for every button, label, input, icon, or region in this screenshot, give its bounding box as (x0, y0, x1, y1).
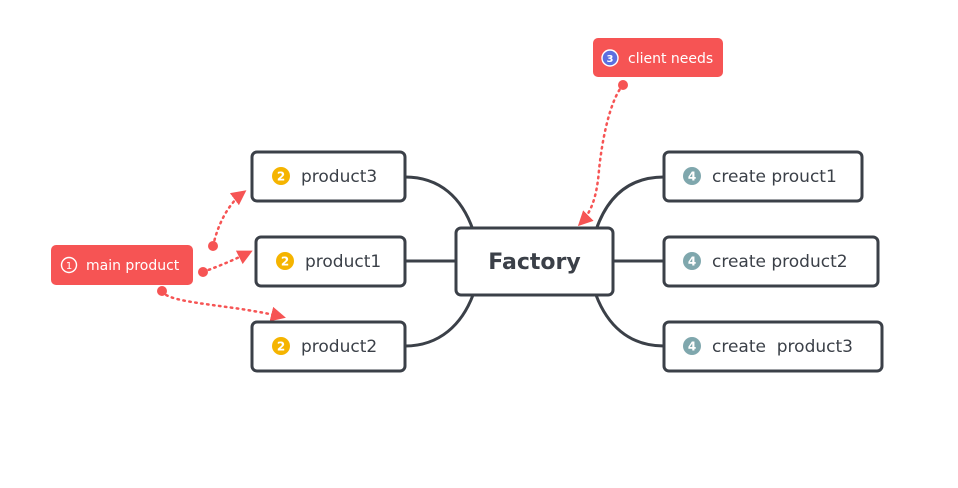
relation-dot (198, 267, 208, 277)
connector-create-product3 (594, 293, 666, 348)
priority-2-icon (272, 337, 290, 355)
topic-label: create product2 (712, 252, 848, 272)
relation-dot (618, 80, 628, 90)
relation-client-to-factory[interactable] (577, 83, 625, 227)
topic-label: product1 (305, 252, 381, 272)
priority-4-icon (683, 167, 701, 185)
relation-dot (208, 241, 218, 251)
connector-create-product1 (594, 175, 666, 232)
topic-create-product3[interactable]: 4 create product3 (662, 320, 884, 373)
topic-product3[interactable]: 2 product3 (250, 150, 407, 203)
priority-badge-number: 3 (607, 54, 614, 65)
relation-dot (157, 286, 167, 296)
connector-product3 (403, 175, 475, 232)
topic-label: create prouct1 (712, 167, 837, 187)
priority-4-icon (683, 337, 701, 355)
topic-product2[interactable]: 2 product2 (250, 320, 407, 373)
priority-2-icon (276, 252, 294, 270)
central-topic-label: Factory (488, 250, 580, 275)
topic-label: product3 (301, 167, 377, 187)
priority-badge-number: 2 (281, 255, 289, 269)
topic-label: product2 (301, 337, 377, 357)
branch-connectors (403, 175, 666, 348)
priority-badge-number: 4 (688, 170, 696, 184)
floating-topic-label: client needs (628, 51, 713, 67)
priority-3-icon (601, 49, 619, 67)
topic-create-product1[interactable]: 4 create prouct1 (662, 150, 864, 203)
priority-1-icon (60, 256, 78, 274)
relationship-endpoints (157, 80, 628, 296)
relation-main-to-product3[interactable] (211, 190, 247, 248)
priority-2-icon (272, 167, 290, 185)
relation-main-to-product2[interactable] (160, 289, 286, 322)
topic-product1[interactable]: 2 product1 (254, 235, 407, 288)
priority-4-icon (683, 252, 701, 270)
relation-main-to-product1[interactable] (201, 250, 253, 274)
central-topic[interactable]: Factory (454, 226, 615, 297)
priority-badge-number: 4 (688, 255, 696, 269)
topic-label: create product3 (712, 337, 853, 357)
floating-topic-client-needs[interactable]: 3 client needs (593, 38, 723, 77)
topic-create-product2[interactable]: 4 create product2 (662, 235, 880, 288)
priority-badge-number: 2 (277, 340, 285, 354)
floating-topic-label: main product (86, 258, 180, 274)
priority-badge-number: 2 (277, 170, 285, 184)
priority-badge-number: 4 (688, 340, 696, 354)
connector-product2 (403, 293, 475, 348)
priority-badge-number: 1 (66, 261, 72, 272)
floating-topic-main-product[interactable]: 1 main product (51, 245, 193, 285)
